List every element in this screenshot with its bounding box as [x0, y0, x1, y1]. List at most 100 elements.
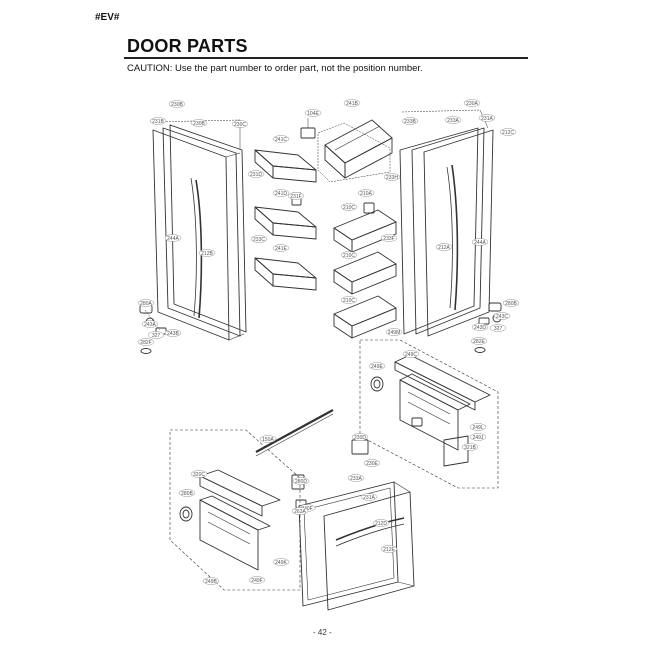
- part-label-230d: 230D: [351, 433, 369, 441]
- part-label-212b: 212B: [198, 249, 216, 257]
- part-label-263a: 263A: [291, 507, 309, 515]
- part-label-text: 249L: [472, 425, 483, 431]
- left-door-handle: [195, 179, 203, 319]
- part-label-244a: 244A: [164, 234, 182, 242]
- part-label-280a: 280A: [137, 299, 155, 307]
- part-label-text: 231A: [363, 495, 375, 501]
- part-label-241e: 241E: [272, 244, 290, 252]
- part-label-text: 243C: [496, 314, 508, 320]
- part-label-231d: 231D: [247, 170, 265, 178]
- part-label-text: 212A: [438, 245, 450, 251]
- part-label-text: 230D: [354, 435, 366, 441]
- part-label-212a: 212A: [435, 243, 453, 251]
- caution-note: CAUTION: Use the part number to order pa…: [127, 63, 423, 74]
- part-label-249f: 249F: [248, 576, 266, 584]
- part-label-text: 249E: [371, 364, 383, 370]
- part-label-text: 240F: [301, 506, 312, 512]
- part-label-text: 210C: [343, 253, 355, 259]
- lower-drawer-assembly: [169, 409, 415, 611]
- part-label-243c: 243C: [493, 312, 511, 320]
- part-label-text: 233B: [404, 119, 416, 125]
- part-label-230b-2: 230B: [190, 119, 208, 127]
- part-label-text: 231A: [481, 116, 493, 122]
- left-door-bins: [254, 118, 317, 291]
- part-label-233a: 233A: [444, 116, 462, 124]
- part-label-text: 233H: [386, 175, 398, 181]
- part-label-249b: 249B: [202, 577, 220, 585]
- part-label-280b-2: 280B: [178, 489, 196, 497]
- part-label-320c: 320C: [190, 470, 208, 478]
- part-label-210a: 210A: [357, 189, 375, 197]
- part-label-text: 212B: [201, 251, 213, 257]
- part-label-text: 233A: [350, 476, 362, 482]
- part-label-text: 249K: [275, 560, 287, 566]
- part-label-text: 241C: [275, 137, 287, 143]
- part-label-text: 244A: [474, 240, 486, 246]
- part-label-text: 231F: [290, 194, 301, 200]
- part-number-labels: 230B 231B 230B 230C 244A 212B 280A 243A …: [137, 99, 520, 585]
- part-label-231b: 231B: [149, 117, 167, 125]
- part-label-text: 282E: [473, 339, 485, 345]
- part-label-text: 230C: [234, 122, 246, 128]
- part-label-text: 230A: [466, 101, 478, 107]
- part-label-231f: 231F: [287, 192, 305, 200]
- part-label-241d: 241D: [272, 189, 290, 197]
- part-label-327-2: 327: [489, 324, 507, 332]
- part-label-text: 150A: [262, 437, 274, 443]
- part-label-233f: 233F: [380, 234, 398, 242]
- part-label-text: 280B: [505, 301, 517, 307]
- part-label-212e: 212E: [380, 545, 398, 553]
- part-label-212c: 212C: [499, 128, 517, 136]
- page-title: DOOR PARTS: [127, 36, 248, 56]
- part-label-text: 241B: [346, 101, 358, 107]
- right-door-handle: [451, 164, 459, 311]
- part-label-212d: 212D: [372, 519, 390, 527]
- part-label-280b: 280B: [502, 299, 520, 307]
- part-label-text: 231D: [250, 172, 262, 178]
- part-label-241b: 241B: [343, 99, 361, 107]
- part-label-243a: 243A: [141, 320, 159, 328]
- part-label-text: 210A: [360, 191, 372, 197]
- part-label-text: 241D: [275, 191, 287, 197]
- header-tag: #EV#: [95, 12, 120, 23]
- freezer-drawer-gasket: [298, 481, 399, 607]
- left-door-panel: [152, 129, 230, 341]
- part-label-210c-3: 210C: [340, 296, 358, 304]
- part-label-text: 233A: [447, 118, 459, 124]
- part-label-210c-2: 210C: [340, 251, 358, 259]
- part-label-249k: 249K: [272, 558, 290, 566]
- part-label-text: 212D: [375, 521, 387, 527]
- part-label-text: 280B: [181, 491, 193, 497]
- part-label-text: 249M: [388, 330, 401, 336]
- part-label-text: 263A: [294, 509, 306, 515]
- part-label-231a: 231A: [478, 114, 496, 122]
- part-label-text: 320C: [193, 472, 205, 478]
- freezer-drawer-handle: [335, 517, 405, 541]
- part-label-text: 231B: [152, 119, 164, 125]
- part-label-text: 241E: [275, 246, 287, 252]
- part-label-text: 243B: [167, 331, 179, 337]
- left-door-liner: [162, 127, 241, 337]
- part-label-text: 210C: [343, 205, 355, 211]
- part-label-244a-2: 244A: [471, 238, 489, 246]
- part-label-text: 212C: [502, 130, 514, 136]
- left-hinge-parts: [139, 304, 167, 354]
- right-door-assembly: [399, 109, 494, 337]
- part-label-text: 212E: [383, 547, 395, 553]
- part-label-230e: 230E: [363, 459, 381, 467]
- right-door-bins: [317, 119, 397, 339]
- part-label-233c: 233C: [250, 235, 268, 243]
- part-label-210c-1: 210C: [340, 203, 358, 211]
- part-label-text: 230B: [193, 121, 205, 127]
- part-label-233a-2: 233A: [347, 474, 365, 482]
- right-door-gasket: [399, 127, 479, 335]
- part-label-text: 280A: [140, 301, 152, 307]
- part-label-327: 327: [147, 331, 165, 339]
- part-label-text: 327: [494, 326, 503, 332]
- part-label-text: 249C: [405, 352, 417, 358]
- part-label-text: 243D: [474, 325, 486, 331]
- part-label-text: 321B: [464, 445, 476, 451]
- part-label-249e: 249E: [368, 362, 386, 370]
- title-divider: [124, 57, 528, 59]
- part-label-230a: 230A: [463, 99, 481, 107]
